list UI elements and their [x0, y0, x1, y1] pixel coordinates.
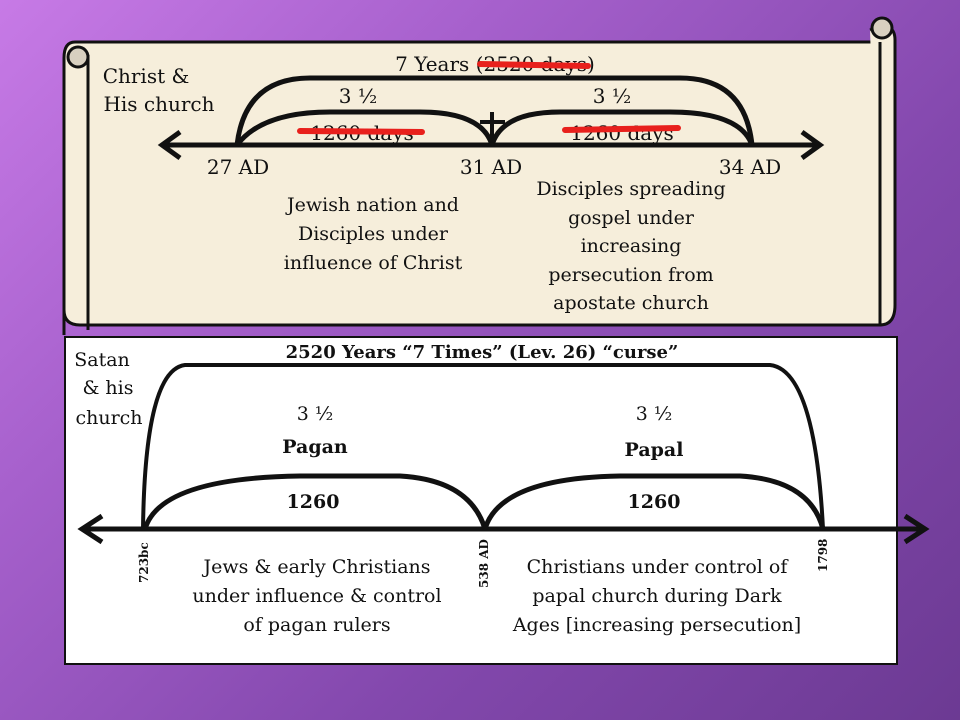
svg-text:increasing: increasing [581, 235, 682, 257]
bottom-days-left: 1260 [287, 491, 340, 513]
svg-text:& his: & his [82, 377, 133, 399]
svg-text:Satan: Satan [74, 349, 130, 371]
top-timeline [157, 75, 825, 161]
svg-text:persecution from: persecution from [548, 264, 713, 286]
svg-text:Jews & early Christians: Jews & early Christians [201, 556, 430, 578]
bottom-half-left: 3 ½ [297, 403, 334, 425]
svg-text:gospel under: gospel under [568, 207, 695, 229]
date-34ad: 34 AD [719, 155, 781, 179]
bottom-days-right: 1260 [628, 491, 681, 513]
bottom-panel [64, 336, 898, 665]
christ-label-1: Christ & [103, 64, 190, 88]
svg-text:Jewish nation and: Jewish nation and [285, 194, 459, 216]
date-538ad: 538 AD [477, 539, 491, 588]
bottom-title: 2520 Years “7 Times” (Lev. 26) “curse” [286, 342, 679, 363]
bottom-timeline [77, 363, 930, 545]
era-pagan: Pagan [282, 436, 348, 458]
svg-text:church: church [75, 407, 142, 429]
date-1798: 1798 [816, 539, 830, 572]
satan-label: Satan & his church [74, 349, 142, 429]
svg-text:Disciples under: Disciples under [298, 223, 449, 245]
top-half-right: 3 ½ [593, 84, 631, 108]
christ-label-2: His church [103, 92, 214, 116]
date-31ad: 31 AD [460, 155, 522, 179]
svg-text:Disciples spreading: Disciples spreading [536, 178, 725, 200]
era-papal: Papal [625, 439, 684, 461]
top-desc-left: Jewish nation and Disciples under influe… [284, 194, 463, 274]
bottom-desc-left: Jews & early Christians under influence … [192, 556, 441, 636]
svg-text:papal church during Dark: papal church during Dark [532, 585, 782, 607]
svg-text:Ages [increasing persecution]: Ages [increasing persecution] [512, 614, 801, 636]
bottom-half-right: 3 ½ [636, 403, 673, 425]
top-days-right: 1260 days [570, 121, 674, 145]
date-27ad: 27 AD [207, 155, 269, 179]
top-half-left: 3 ½ [339, 84, 377, 108]
top-desc-right: Disciples spreading gospel under increas… [536, 178, 725, 314]
bottom-desc-right: Christians under control of papal church… [512, 556, 801, 636]
svg-text:apostate church: apostate church [553, 292, 709, 314]
svg-text:under influence & control: under influence & control [192, 585, 441, 607]
svg-text:influence of Christ: influence of Christ [284, 252, 463, 274]
date-723bc: 723bc [137, 542, 151, 583]
svg-text:of pagan rulers: of pagan rulers [243, 614, 390, 636]
svg-text:Christians under control of: Christians under control of [527, 556, 790, 578]
red-strikethroughs [297, 61, 681, 135]
